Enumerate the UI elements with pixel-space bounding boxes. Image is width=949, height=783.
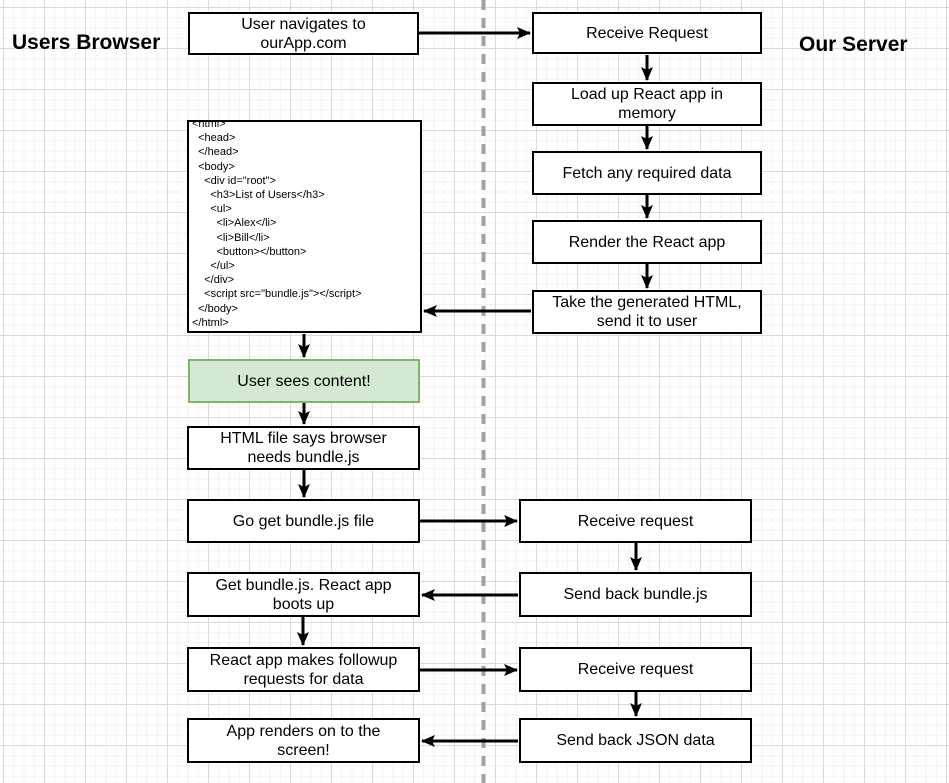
node-fetch-data: Fetch any required data	[532, 151, 762, 195]
node-load-react: Load up React app in memory	[532, 82, 762, 126]
our-server-heading: Our Server	[799, 33, 908, 56]
node-send-bundle: Send back bundle.js	[519, 572, 752, 617]
node-receive-request-1: Receive Request	[532, 12, 762, 54]
users-browser-heading: Users Browser	[12, 31, 161, 54]
node-send-json: Send back JSON data	[519, 718, 752, 763]
html-source-code: <html> <head> </head> <body> <div id="ro…	[192, 120, 362, 329]
node-go-get-bundle: Go get bundle.js file	[187, 499, 420, 543]
node-html-source: <html> <head> </head> <body> <div id="ro…	[187, 120, 422, 333]
node-render-react: Render the React app	[532, 220, 762, 264]
node-followup-requests: React app makes followup requests for da…	[187, 647, 420, 692]
node-needs-bundle: HTML file says browser needs bundle.js	[187, 426, 420, 470]
node-user-navigates: User navigates to ourApp.com	[188, 12, 419, 55]
node-send-html: Take the generated HTML, send it to user	[532, 290, 762, 334]
node-user-sees-content: User sees content!	[188, 359, 420, 403]
node-app-renders: App renders on to the screen!	[187, 718, 420, 763]
node-receive-request-3: Receive request	[519, 647, 752, 692]
node-bundle-boots: Get bundle.js. React app boots up	[187, 572, 420, 617]
node-receive-request-2: Receive request	[519, 499, 752, 543]
